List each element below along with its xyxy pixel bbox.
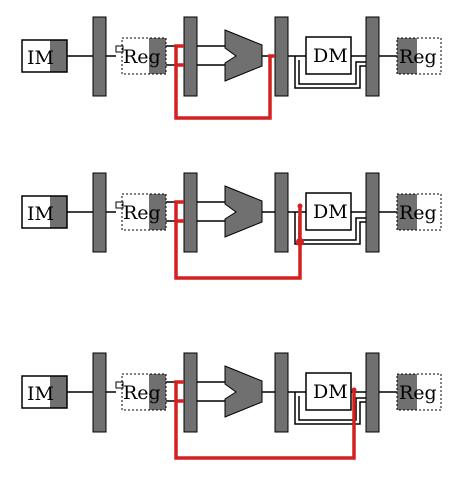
wire-stub (115, 381, 124, 389)
register-file-read-block: Reg (121, 37, 167, 75)
wire (294, 56, 366, 89)
pipeline-latch-ex-mem (274, 16, 289, 97)
pipeline-diagram-3: IM Reg DM Reg (21, 352, 442, 460)
pipeline-latch-ex-mem (274, 172, 289, 253)
dm-label: DM (313, 201, 348, 223)
forwarding-junction-dot (297, 203, 303, 209)
im-label: IM (27, 203, 54, 225)
wire (294, 212, 366, 245)
alu-shape (224, 365, 263, 418)
reg-read-label: Reg (123, 382, 161, 404)
forwarding-junction-dot (351, 387, 357, 393)
forwarding-path (174, 44, 275, 120)
pipeline-latch-mem-wb (365, 352, 380, 433)
data-memory-block: DM (305, 372, 352, 411)
im-label: IM (27, 383, 54, 405)
forwarding-path (174, 380, 356, 460)
register-file-read-block: Reg (121, 193, 167, 231)
data-memory-block: DM (305, 36, 352, 75)
reg-read-label: Reg (123, 46, 161, 68)
alu-shape (224, 185, 263, 238)
register-file-write-block: Reg (396, 373, 442, 411)
pipeline-latch-if-id (92, 16, 107, 97)
pipeline-diagram-1: IM Reg DM Re (21, 16, 442, 120)
pipeline-diagram-2: IM Reg DM Reg (21, 172, 442, 280)
data-memory-block: DM (305, 192, 352, 231)
instruction-memory-block: IM (21, 195, 68, 229)
register-file-read-block: Reg (121, 373, 167, 411)
wire-stub (115, 45, 124, 53)
wire (294, 392, 366, 425)
register-file-write-block: Reg (396, 37, 442, 75)
pipeline-latch-mem-wb (365, 16, 380, 97)
reg-write-label: Reg (399, 382, 437, 404)
pipeline-latch-id-ex (183, 16, 198, 97)
forwarding-path (174, 200, 302, 280)
alu-shape (224, 29, 263, 82)
forwarding-junction-dot (296, 238, 304, 246)
pipeline-latch-if-id (92, 352, 107, 433)
pipeline-latch-ex-mem (274, 352, 289, 433)
wire (298, 60, 366, 85)
wire (298, 396, 366, 421)
pipeline-latch-id-ex (183, 352, 198, 433)
register-file-write-block: Reg (396, 193, 442, 231)
reg-read-label: Reg (123, 202, 161, 224)
pipeline-latch-mem-wb (365, 172, 380, 253)
reg-write-label: Reg (399, 202, 437, 224)
wire-stub (115, 201, 124, 209)
im-label: IM (27, 47, 54, 69)
instruction-memory-block: IM (21, 375, 68, 409)
pipeline-latch-if-id (92, 172, 107, 253)
dm-label: DM (313, 45, 348, 67)
reg-write-label: Reg (399, 46, 437, 68)
instruction-memory-block: IM (21, 39, 68, 73)
dm-label: DM (313, 381, 348, 403)
pipeline-latch-id-ex (183, 172, 198, 253)
